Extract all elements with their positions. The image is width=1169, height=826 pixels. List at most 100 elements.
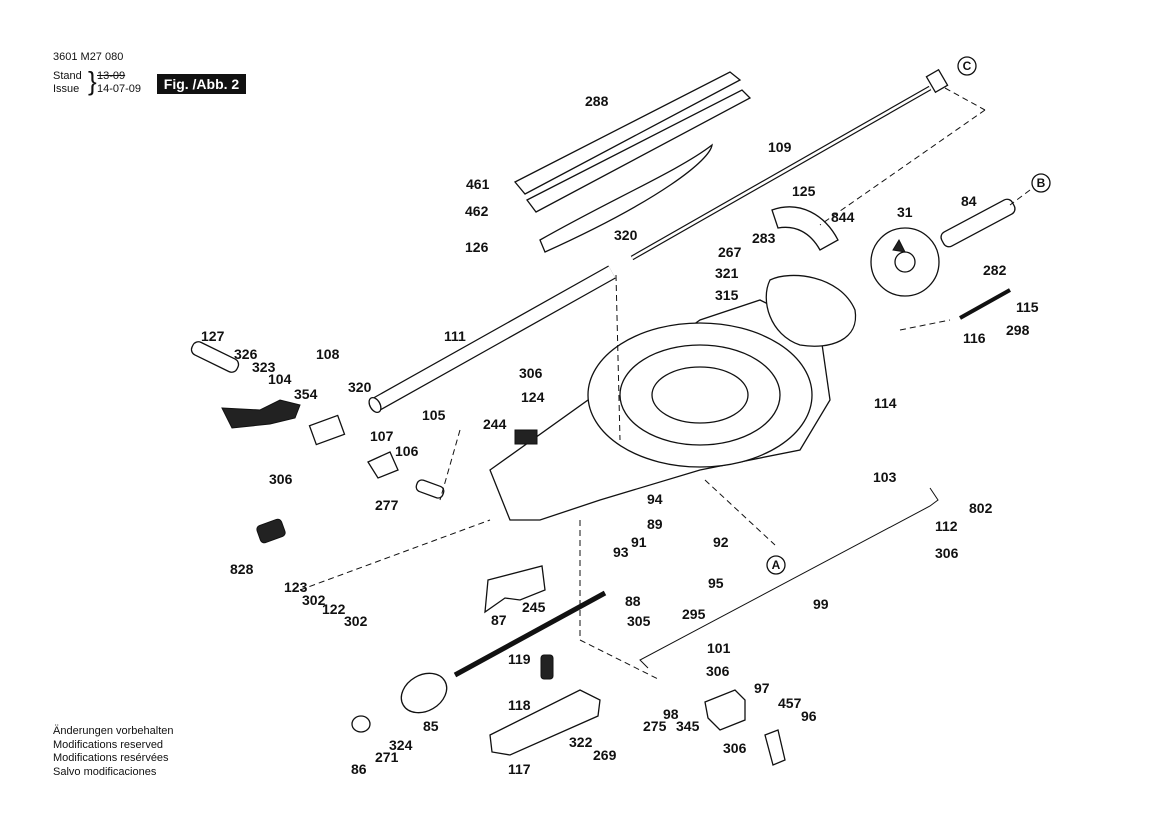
callout-label: 97	[754, 680, 770, 696]
callout-label: 269	[593, 747, 617, 763]
callout-label: 306	[706, 663, 730, 679]
callout-label: 305	[627, 613, 651, 629]
callout-label: 104	[268, 371, 292, 387]
grip-828	[256, 518, 286, 544]
callout-label: 107	[370, 428, 394, 444]
spring-119	[540, 654, 554, 680]
issue-label: Issue	[53, 83, 80, 95]
lever-104	[221, 399, 301, 429]
guard-strip-126	[539, 143, 713, 253]
callout-label: 345	[676, 718, 700, 734]
callout-label: 323	[252, 359, 276, 375]
callout-label: 320	[348, 379, 372, 395]
stand-date: 13-09	[97, 70, 126, 82]
callout-label: 108	[316, 346, 340, 362]
rod-115	[959, 288, 1011, 320]
callout-label: 105	[422, 407, 446, 423]
angle-scale-125	[771, 206, 839, 251]
callout-label: 245	[522, 599, 546, 615]
cap-86	[351, 715, 371, 733]
callout-label: 462	[465, 203, 489, 219]
callout-label: 244	[483, 416, 507, 432]
part-number: 3601 M27 080	[53, 51, 124, 63]
callout-label: 118	[508, 697, 531, 713]
callout-label: 126	[465, 239, 489, 255]
callout-label: 103	[873, 469, 897, 485]
callout-label: 298	[1006, 322, 1030, 338]
modification-line: Änderungen vorbehalten	[53, 725, 174, 737]
callout-label: 127	[201, 328, 225, 344]
callout-label: 271	[375, 749, 399, 765]
rod-109	[630, 68, 949, 261]
ref-circle-a: A	[766, 555, 786, 575]
saw-base	[489, 274, 857, 521]
lever-96	[764, 729, 786, 766]
rod-84	[940, 198, 1016, 248]
callout-label: 326	[234, 346, 258, 362]
callout-label: 96	[801, 708, 817, 724]
modification-line: Modifications reserved	[53, 738, 164, 751]
callout-label: 844	[831, 209, 855, 225]
callout-label: 99	[813, 596, 829, 612]
callout-label: 86	[351, 761, 367, 777]
assembly-lines	[299, 87, 1031, 681]
ref-letter: C	[963, 59, 972, 73]
callout-label: 282	[983, 262, 1007, 278]
callout-label: 106	[395, 443, 419, 459]
knob-107	[367, 451, 399, 479]
ref-letter: B	[1037, 176, 1046, 190]
shaft-87	[453, 590, 607, 678]
callout-label: 306	[519, 365, 543, 381]
rod-111	[368, 265, 616, 414]
callout-label: 315	[715, 287, 739, 303]
callout-label: 31	[897, 204, 913, 220]
ref-circle-b: B	[1031, 173, 1051, 193]
figure-badge: Fig. /Abb. 2	[157, 74, 246, 94]
callout-label: 85	[423, 718, 439, 734]
callout-label: 111	[444, 328, 466, 344]
callout-label: 288	[585, 93, 609, 109]
callout-label: 461	[466, 176, 490, 192]
callout-label: 87	[491, 612, 507, 628]
callout-label: 92	[713, 534, 729, 550]
callout-label: 457	[778, 695, 802, 711]
modification-line: Modifications resérvées	[53, 752, 169, 764]
callout-label: 306	[723, 740, 747, 756]
callout-label: 322	[569, 734, 593, 750]
label-244	[514, 429, 538, 445]
callout-label: 101	[707, 640, 731, 656]
plate-245	[484, 565, 546, 614]
modification-line: Salvo modificaciones	[53, 765, 157, 778]
callout-label: 283	[752, 230, 776, 246]
callout-label: 275	[643, 718, 667, 734]
bracket-108	[308, 414, 346, 446]
callout-label: 125	[792, 183, 816, 199]
callout-label: 302	[302, 592, 326, 608]
callout-label: 267	[718, 244, 742, 260]
knob-85	[400, 672, 448, 714]
callout-label: 94	[647, 491, 663, 507]
callout-label: 354	[294, 386, 318, 402]
callout-label: 114	[874, 395, 897, 411]
callout-label: 115	[1016, 299, 1039, 315]
callout-label: 116	[963, 330, 986, 346]
callout-label: 324	[389, 737, 413, 753]
callout-label: 277	[375, 497, 399, 513]
callout-label: 122	[322, 601, 346, 617]
pin-127	[190, 341, 240, 373]
callout-label: 84	[961, 193, 977, 209]
callout-label: 124	[521, 389, 545, 405]
bracket-97	[704, 689, 746, 731]
callout-label: 119	[508, 651, 531, 667]
link-rod-99	[639, 487, 939, 669]
disc-31	[870, 227, 940, 297]
modifications-notice: Änderungen vorbehalten Modifications res…	[53, 725, 173, 779]
handle-117	[489, 689, 601, 756]
callout-label: 95	[708, 575, 724, 591]
callout-label: 91	[631, 534, 647, 550]
callout-label: 321	[715, 265, 739, 281]
callout-label: 306	[935, 545, 959, 561]
callout-label: 93	[613, 544, 629, 560]
callout-label: 320	[614, 227, 638, 243]
